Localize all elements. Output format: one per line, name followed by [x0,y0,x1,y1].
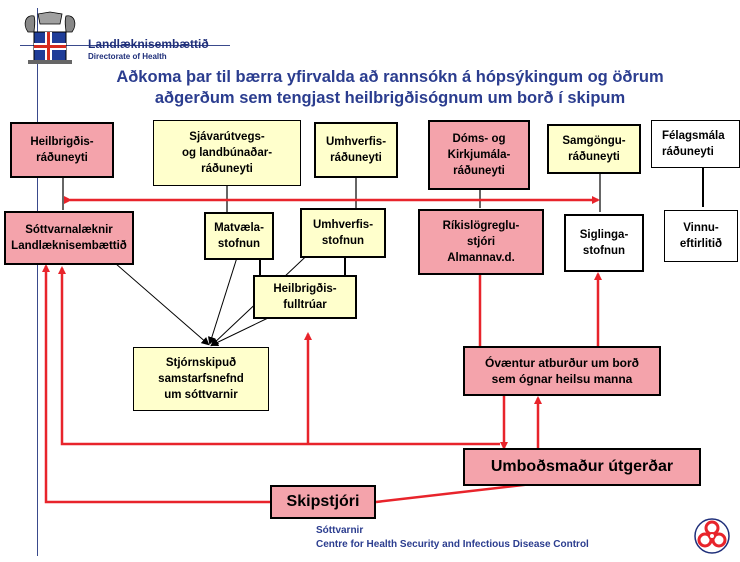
box-matvaelastofnun: Matvæla- stofnun [204,212,274,260]
arrow-matv-stjorn [207,247,241,345]
box-sottvarnalaeknir: Sóttvarnalæknir Landlæknisembættið [4,211,134,265]
box-rikislogreglustjori: Ríkislögreglu- stjóri Almannav.d. [418,209,544,275]
org-name: Landlæknisembættið [88,37,209,51]
title-line-2: aðgerðum sem tengjast heilbrigðisógnum u… [154,89,626,107]
arrow-umbod-sottv [58,266,500,446]
footer-centre-name: Centre for Health Security and Infectiou… [316,539,589,550]
box-vinnueftirlitid: Vinnu- eftirlitið [664,210,738,262]
box-sjavarutvegsraduneyti: Sjávarútvegs- og landbúnaðar- ráðuneyti [153,120,301,186]
biohazard-icon [694,518,730,554]
box-samgonguraduneyti: Samgöngu- ráðuneyti [547,124,641,174]
arrow-skip-sottv [42,264,270,504]
box-heilbrigdisraduneyti: Heilbrigðis- ráðuneyti [10,122,114,178]
box-ovaentur-atburdur: Óvæntur atburður um borð sem ógnar heils… [463,346,661,396]
arrow-heilbrf-stjorn [210,317,269,346]
box-doms-kirkjumalaraduneyti: Dóms- og Kirkjumála- ráðuneyti [428,120,530,190]
box-umbodsmadur-utgerdar: Umboðsmaður útgerðar [463,448,701,486]
header-rule [20,45,230,46]
box-skipstjori: Skipstjóri [270,485,376,519]
box-heilbrigdisfulltruar: Heilbrigðis- fulltrúar [253,275,357,319]
box-felagsmalaraduneyti: Félagsmála ráðuneyti [651,120,740,168]
box-umhverfisstofnun: Umhverfis- stofnun [300,208,386,258]
iceland-coat-of-arms-logo [24,11,76,64]
arrow-sottv-stjorn [99,249,210,346]
box-stjornskipud-samstarfsnefnd: Stjórnskipuð samstarfsnefnd um sóttvarni… [133,347,269,411]
box-siglingastofnun: Siglinga- stofnun [564,214,644,272]
title-line-1: Aðkoma þar til bærra yfirvalda að rannsó… [116,68,664,86]
vertical-rule [37,8,38,556]
box-umhverfisraduneyti: Umhverfis- ráðuneyti [314,122,398,178]
slide-title: Aðkoma þar til bærra yfirvalda að rannsó… [55,67,725,109]
footer-sottvarnir: Sóttvarnir [316,525,364,536]
org-subtitle: Directorate of Health [88,52,167,61]
